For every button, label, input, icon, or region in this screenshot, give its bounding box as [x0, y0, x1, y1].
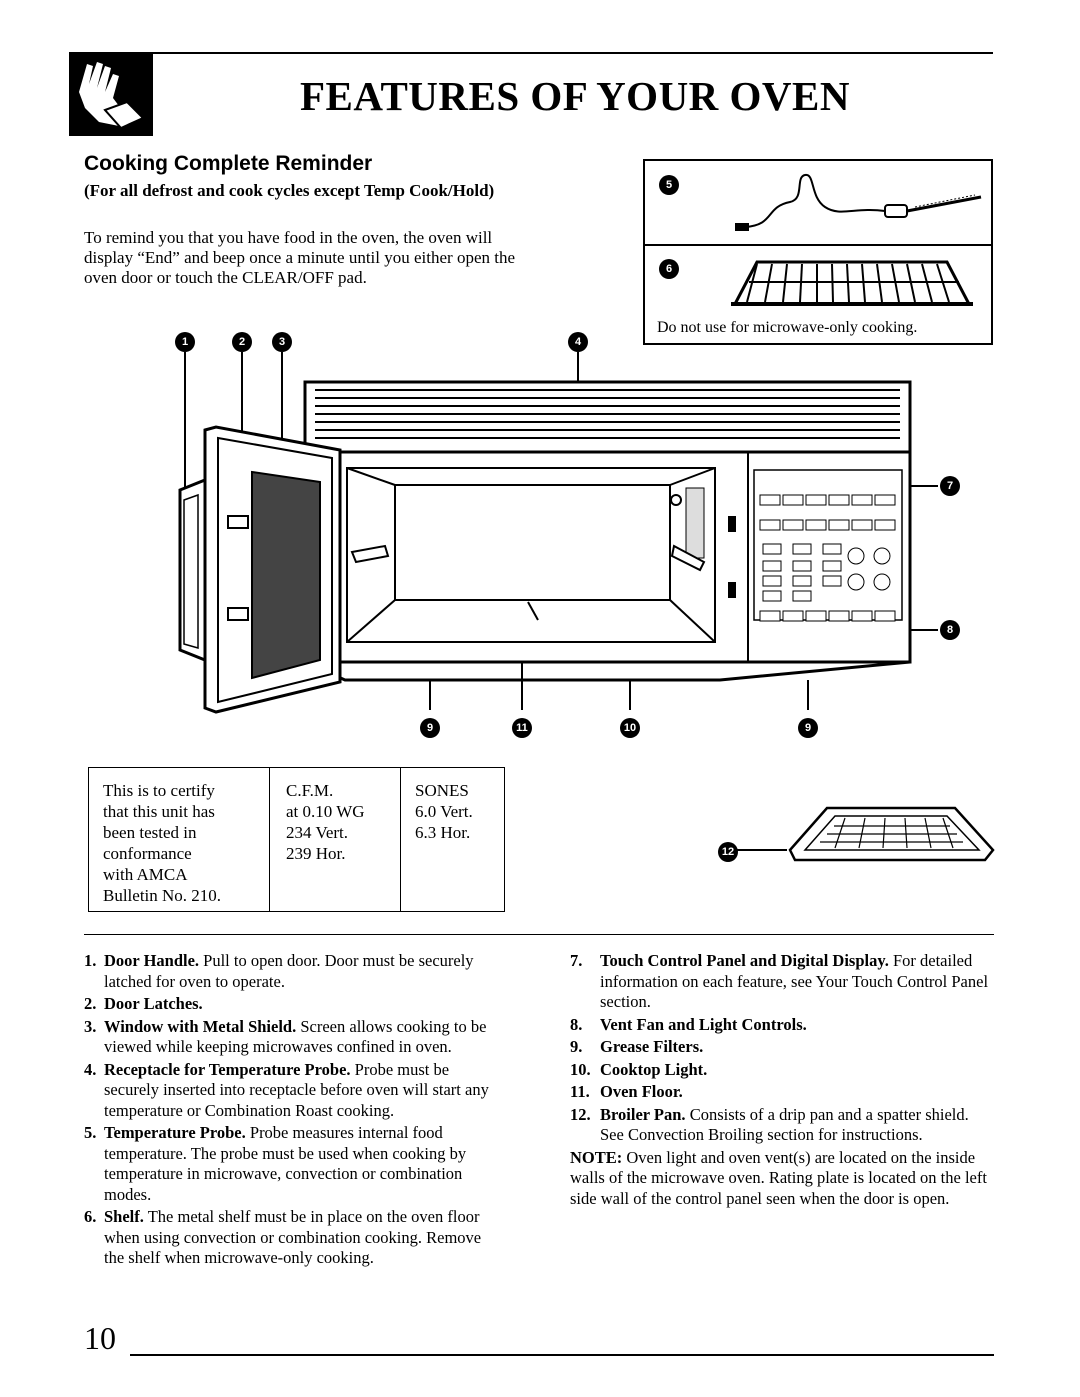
callout-11: 11 — [512, 718, 532, 738]
page-number: 10 — [84, 1320, 116, 1356]
top-rule — [153, 52, 993, 54]
feature-item: 5.Temperature Probe. Probe measures inte… — [84, 1123, 467, 1204]
page-title: FEATURES OF YOUR OVEN — [300, 73, 850, 119]
panel-caption: Do not use for microwave-only cooking. — [657, 319, 918, 336]
cert-col-cfm: C.F.M. at 0.10 WG 234 Vert. 239 Hor. — [269, 768, 401, 911]
feature-item: 12.Broiler Pan. Consists of a drip pan a… — [570, 1104, 969, 1145]
feature-item: 3.Window with Metal Shield. Screen allow… — [84, 1016, 487, 1057]
hand-pointing-icon — [69, 52, 153, 136]
callout-8: 8 — [940, 620, 960, 640]
callout-12: 12 — [718, 842, 738, 862]
callout-3: 3 — [272, 332, 292, 352]
section-subheading: (For all defrost and cook cycles except … — [84, 181, 495, 200]
features-list-right: 7.Touch Control Panel and Digital Displa… — [570, 951, 990, 1209]
feature-item: 11.Oven Floor. — [570, 1082, 683, 1101]
broiler-pan-icon — [735, 806, 995, 862]
callout-6: 6 — [659, 259, 679, 279]
cert-cfm: C.F.M. at 0.10 WG 234 Vert. 239 Hor. — [286, 781, 365, 863]
feature-item: 4.Receptacle for Temperature Probe. Prob… — [84, 1059, 489, 1120]
callout-10: 10 — [620, 718, 640, 738]
feature-item: 8.Vent Fan and Light Controls. — [570, 1014, 807, 1034]
callout-4: 4 — [568, 332, 588, 352]
cert-col-statement: This is to certify that this unit has be… — [89, 768, 269, 911]
oven-shelf-icon — [731, 260, 973, 306]
feature-item: 1.Door Handle. Pull to open door. Door m… — [84, 951, 474, 991]
middle-rule — [84, 934, 994, 935]
certification-table: This is to certify that this unit has be… — [88, 767, 505, 912]
bottom-rule — [130, 1354, 994, 1356]
callout-2: 2 — [232, 332, 252, 352]
section-heading: Cooking Complete Reminder — [84, 152, 373, 175]
cert-col-sones: SONES 6.0 Vert. 6.3 Hor. — [400, 768, 504, 911]
cert-sones: SONES 6.0 Vert. 6.3 Hor. — [415, 781, 473, 842]
callout-1: 1 — [175, 332, 195, 352]
callout-5: 5 — [659, 175, 679, 195]
features-list-left: 1.Door Handle. Pull to open door. Door m… — [84, 951, 504, 1271]
feature-item: 9.Grease Filters. — [570, 1037, 704, 1056]
oven-illustration — [178, 352, 938, 714]
temperature-probe-icon — [735, 174, 982, 231]
feature-item: 6.Shelf. The metal shelf must be in plac… — [84, 1207, 482, 1267]
panel-divider — [645, 244, 991, 246]
feature-item: 2.Door Latches. — [84, 994, 203, 1013]
callout-7: 7 — [940, 476, 960, 496]
callout-9: 9 — [420, 718, 440, 738]
section-body: To remind you that you have food in the … — [84, 228, 516, 287]
feature-item: 10.Cooktop Light. — [570, 1059, 708, 1079]
feature-item: 7.Touch Control Panel and Digital Displa… — [570, 951, 989, 1011]
accessories-panel: 5 6 Do not use for microwave-only cookin… — [643, 159, 993, 345]
note-paragraph: NOTE: Oven light and oven vent(s) are lo… — [570, 1147, 987, 1208]
cert-statement: This is to certify that this unit has be… — [103, 781, 222, 905]
callout-9-right: 9 — [798, 718, 818, 738]
